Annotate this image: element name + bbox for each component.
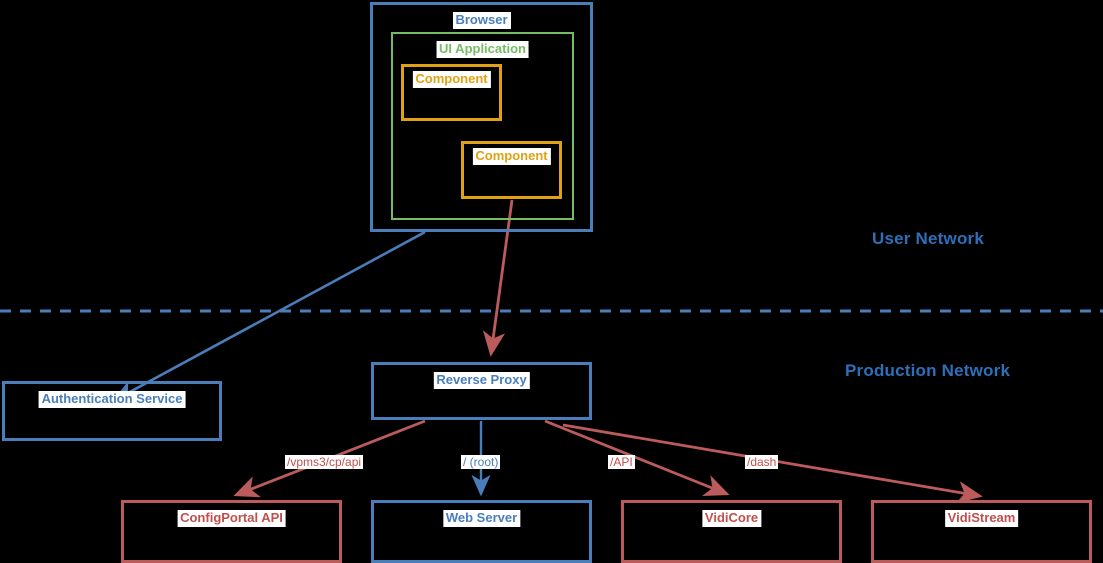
node-reverse-proxy[interactable]: Reverse Proxy xyxy=(371,362,592,420)
node-configportal-api[interactable]: ConfigPortal API xyxy=(121,500,342,563)
node-component-2[interactable]: Component xyxy=(461,141,562,199)
node-web-server-label: Web Server xyxy=(442,510,521,527)
node-vidistream[interactable]: VidiStream xyxy=(871,500,1092,563)
node-auth-service[interactable]: Authentication Service xyxy=(2,381,222,441)
zone-label-user-network: User Network xyxy=(872,229,984,248)
node-web-server[interactable]: Web Server xyxy=(371,500,592,563)
node-vidicore[interactable]: VidiCore xyxy=(621,500,842,563)
node-configportal-api-label: ConfigPortal API xyxy=(177,510,286,527)
node-vidistream-label: VidiStream xyxy=(944,510,1019,527)
edge-label-root: / (root) xyxy=(461,455,501,470)
node-component-2-label: Component xyxy=(472,148,551,165)
node-ui-application[interactable]: UI Application xyxy=(391,32,574,220)
edge-label-dash: /dash xyxy=(745,455,779,470)
node-browser-label: Browser xyxy=(452,12,511,29)
edge-browser-to-auth xyxy=(112,230,426,402)
node-ui-application-label: UI Application xyxy=(436,41,529,58)
node-browser[interactable]: Browser xyxy=(370,2,593,232)
edge-component-to-proxy xyxy=(482,199,514,357)
node-auth-service-label: Authentication Service xyxy=(38,391,186,408)
node-vidicore-label: VidiCore xyxy=(701,510,762,527)
node-component-1-label: Component xyxy=(412,71,491,88)
edge-proxy-to-vidicore xyxy=(544,419,730,497)
edge-label-api: /API xyxy=(608,455,635,470)
edge-label-vpms3-cp-api: /vpms3/cp/api xyxy=(285,455,364,470)
node-component-1[interactable]: Component xyxy=(401,64,502,121)
node-reverse-proxy-label: Reverse Proxy xyxy=(433,372,530,389)
zone-label-production-network: Production Network xyxy=(845,361,1011,380)
